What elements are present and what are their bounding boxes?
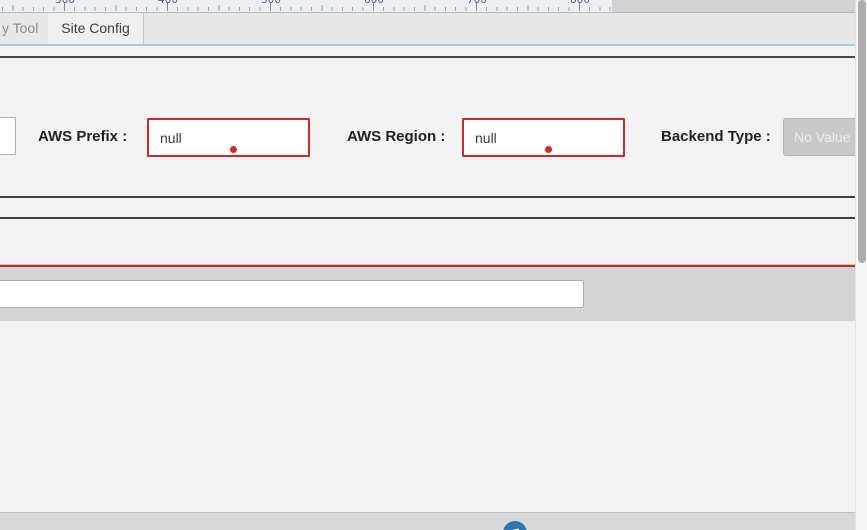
bottom-bar bbox=[0, 512, 855, 530]
tab-underline bbox=[0, 44, 855, 46]
empty-area bbox=[0, 321, 855, 512]
aws-prefix-input[interactable] bbox=[147, 118, 310, 157]
fab-button[interactable] bbox=[503, 521, 527, 530]
section-divider bbox=[0, 217, 855, 219]
ruler-label: 500 bbox=[260, 0, 282, 6]
horizontal-ruler: 300 400 500 600 700 800 bbox=[0, 0, 612, 13]
ruler-major-ticks bbox=[0, 2, 612, 11]
backend-type-select[interactable]: No Value bbox=[783, 118, 855, 156]
red-dot-icon bbox=[230, 146, 237, 153]
red-divider bbox=[0, 265, 855, 267]
ruler-end-filler bbox=[612, 0, 855, 13]
ruler-label: 300 bbox=[54, 0, 76, 6]
section-divider bbox=[0, 56, 855, 58]
aws-region-input[interactable] bbox=[462, 118, 625, 157]
backend-type-label: Backend Type : bbox=[661, 128, 771, 145]
red-dot-icon bbox=[545, 146, 552, 153]
scrollbar-thumb[interactable] bbox=[858, 0, 866, 263]
ruler-label: 600 bbox=[363, 0, 385, 6]
cut-off-input[interactable] bbox=[0, 117, 16, 155]
aws-region-label: AWS Region : bbox=[347, 128, 446, 145]
aws-prefix-label: AWS Prefix : bbox=[38, 128, 128, 145]
divider bbox=[0, 264, 855, 265]
tab-site-config[interactable]: Site Config bbox=[48, 13, 144, 44]
panel-text-input[interactable] bbox=[0, 280, 584, 308]
ruler-label: 800 bbox=[569, 0, 591, 6]
vertical-scrollbar[interactable] bbox=[855, 0, 867, 530]
ruler-label: 700 bbox=[466, 0, 488, 6]
input-panel bbox=[0, 267, 855, 321]
ruler-label: 400 bbox=[157, 0, 179, 6]
section-divider bbox=[0, 196, 855, 198]
tab-bar: y Tool Site Config bbox=[0, 13, 855, 44]
tab-tool[interactable]: y Tool bbox=[0, 13, 50, 44]
